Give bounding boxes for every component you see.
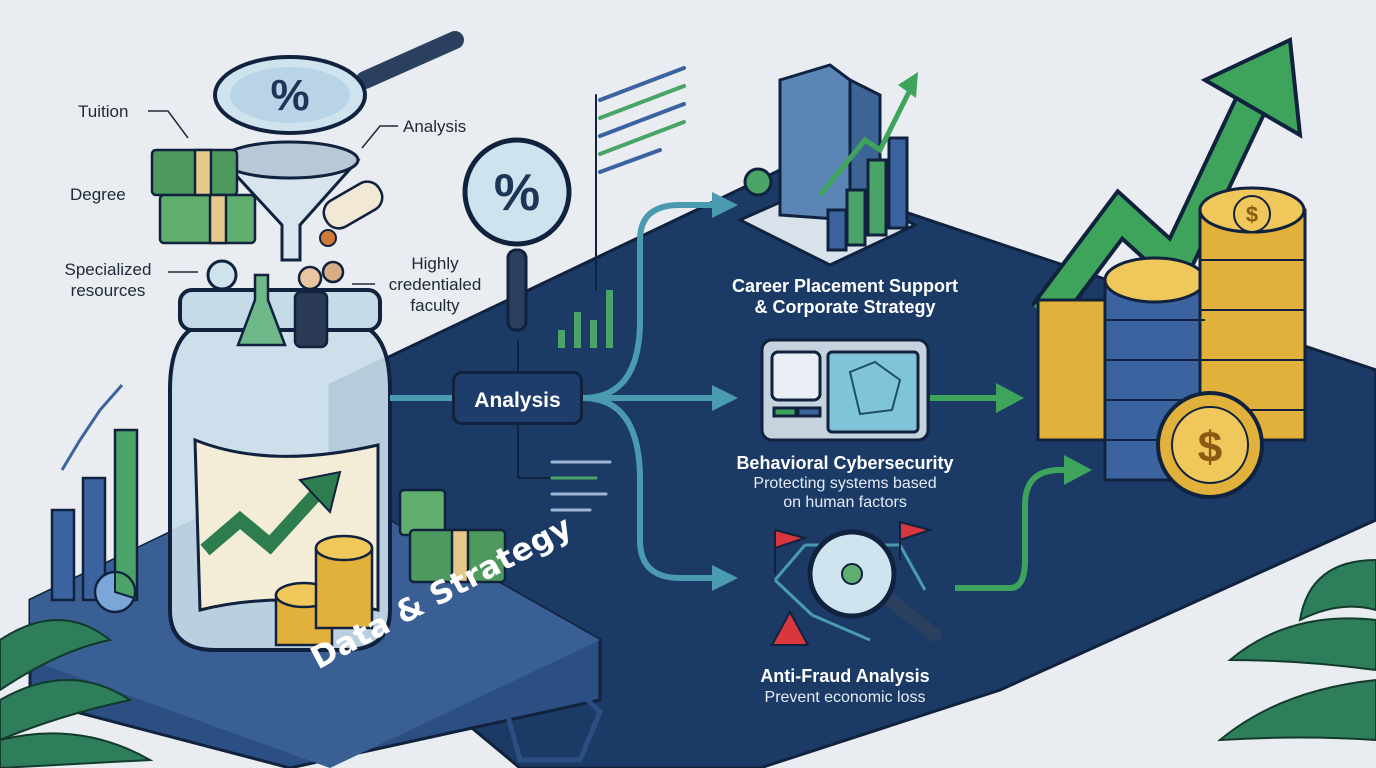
cyber-device-icon: [762, 340, 928, 440]
small-magnifier-icon: [208, 261, 236, 289]
dollar-symbol-large: $: [1198, 423, 1222, 472]
analysis-hub: Analysis: [452, 371, 583, 425]
outcome-cyber-title: Behavioral Cybersecurity: [700, 453, 990, 474]
dollar-symbol-top: $: [1246, 202, 1258, 227]
outcome-fraud-title: Anti-Fraud Analysis: [700, 666, 990, 687]
label-analysis-top: Analysis: [403, 116, 466, 137]
faculty-person-icon: [299, 267, 321, 289]
faculty-person-2-icon: [323, 262, 343, 282]
percent-symbol-center: %: [494, 164, 540, 222]
outcome-career-title: Career Placement Support & Corporate Str…: [700, 276, 990, 318]
label-specialized-resources: Specialized resources: [52, 259, 164, 301]
mini-trend-line: [62, 385, 122, 470]
outcome-fraud-subtitle: Prevent economic loss: [700, 688, 990, 707]
percent-symbol-top: %: [270, 71, 309, 120]
label-tuition: Tuition: [78, 101, 128, 122]
label-degree: Degree: [70, 184, 126, 205]
outcome-cyber-subtitle: Protecting systems based on human factor…: [700, 474, 990, 512]
faculty-person-body: [295, 292, 327, 347]
palm-leaf-right: [1220, 560, 1376, 740]
label-faculty: Highly credentialed faculty: [372, 253, 498, 316]
